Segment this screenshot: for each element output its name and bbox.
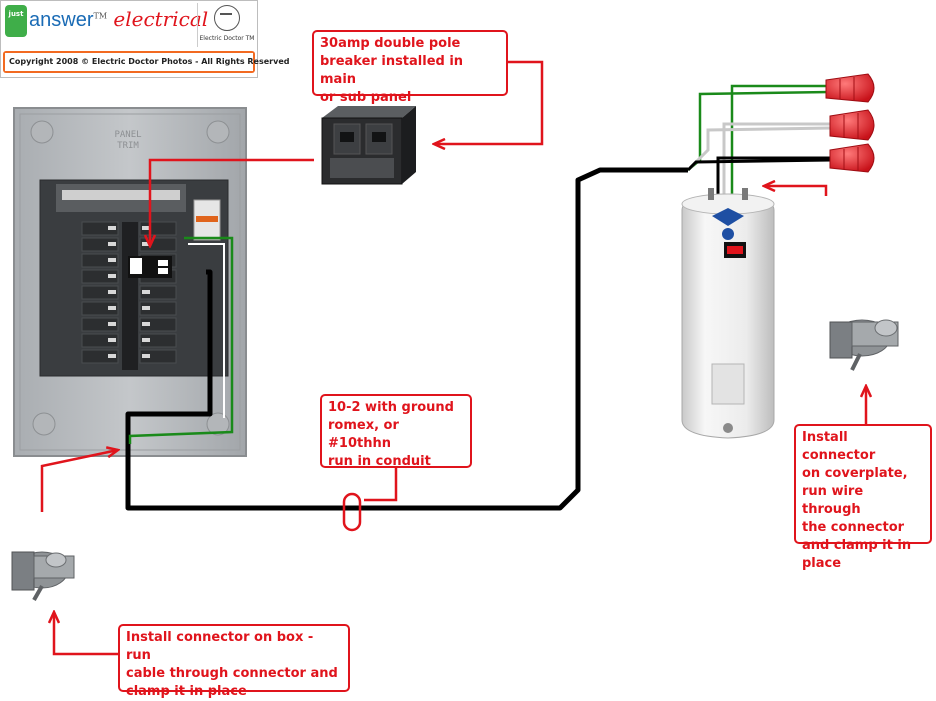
copyright-text: Copyright 2008 © Electric Doctor Photos … bbox=[5, 53, 289, 71]
logo-brand-suffix: electrical bbox=[113, 7, 209, 31]
breaker-toggle bbox=[108, 226, 116, 230]
annotation-arrows bbox=[40, 60, 866, 656]
arrow-box-connector bbox=[40, 450, 118, 512]
arrow-coverplate bbox=[764, 186, 828, 196]
breaker-toggle bbox=[108, 354, 116, 358]
breaker-toggle bbox=[108, 274, 116, 278]
logo-brand-prefix: answer bbox=[29, 9, 94, 31]
logo-badge: just bbox=[5, 5, 27, 37]
logo-brand: answerTM electrical bbox=[29, 7, 208, 32]
breaker-toggle bbox=[108, 242, 116, 246]
copyright-bar: Copyright 2008 © Electric Doctor Photos … bbox=[3, 51, 289, 73]
logo-trademark: TM bbox=[93, 11, 108, 21]
breaker-toggle bbox=[108, 338, 116, 342]
arrow-breaker-to-panel bbox=[150, 158, 314, 246]
breaker-slot-left bbox=[81, 333, 119, 348]
panel-label-top: PANEL bbox=[114, 130, 141, 140]
breaker-slot-right bbox=[139, 333, 177, 348]
breaker-slot-left bbox=[81, 221, 119, 236]
breaker-toggle bbox=[142, 290, 150, 294]
cable-callout: 10-2 with ground romex, or #10thhn run i… bbox=[320, 394, 472, 469]
heater-energy-label bbox=[724, 242, 746, 258]
breaker-toggle bbox=[108, 258, 116, 262]
box-connector bbox=[11, 551, 75, 601]
breaker-slot-right bbox=[139, 349, 177, 364]
electrical-panel: PANEL TRIM bbox=[13, 107, 247, 457]
breaker-toggle bbox=[142, 306, 150, 310]
breaker-toggle bbox=[142, 226, 150, 230]
box-connector-callout: Install connector on box - run cable thr… bbox=[118, 624, 350, 699]
arrow-breaker-photo bbox=[434, 60, 544, 144]
coverplate-connector bbox=[829, 319, 899, 371]
arrow-box-callout bbox=[54, 612, 118, 656]
double-pole-breaker bbox=[321, 106, 416, 185]
breaker-slot-right bbox=[139, 317, 177, 332]
breaker-slot-left bbox=[81, 317, 119, 332]
breaker-slot-right bbox=[139, 301, 177, 316]
breaker-slot-left bbox=[81, 349, 119, 364]
justanswer-logo: just answerTM electrical Electric Doctor… bbox=[0, 0, 289, 78]
breaker-slot-right bbox=[139, 285, 177, 300]
doctor-caption: Electric Doctor TM bbox=[199, 35, 255, 42]
breaker-slot-left bbox=[81, 269, 119, 284]
doctor-face-icon bbox=[214, 5, 240, 31]
breaker-slot-left bbox=[81, 285, 119, 300]
water-heater bbox=[681, 188, 775, 439]
breaker-slot-left bbox=[81, 301, 119, 316]
panel-label-bottom: TRIM bbox=[117, 141, 139, 151]
breaker-toggle bbox=[142, 338, 150, 342]
breaker-slot-left bbox=[81, 237, 119, 252]
wire-nut-bottom bbox=[829, 143, 875, 173]
heater-brand-badge bbox=[712, 208, 744, 240]
installed-breaker bbox=[128, 256, 172, 278]
breaker-slot-left bbox=[81, 253, 119, 268]
breaker-toggle bbox=[142, 354, 150, 358]
breaker-callout: 30amp double pole breaker installed in m… bbox=[312, 30, 508, 105]
breaker-toggle bbox=[142, 322, 150, 326]
breaker-toggle bbox=[108, 306, 116, 310]
wire-nut-top bbox=[825, 73, 875, 103]
breaker-slots bbox=[81, 221, 177, 364]
arrow-cable-leader bbox=[364, 468, 398, 502]
wire-nut-middle bbox=[829, 109, 875, 141]
electric-doctor-logo: Electric Doctor TM bbox=[197, 3, 256, 47]
breaker-toggle bbox=[108, 322, 116, 326]
wire-nuts bbox=[825, 73, 875, 173]
breaker-toggle bbox=[108, 290, 116, 294]
conduit-marker bbox=[342, 492, 362, 532]
coverplate-connector-callout: Install connector on coverplate, run wir… bbox=[794, 424, 932, 571]
